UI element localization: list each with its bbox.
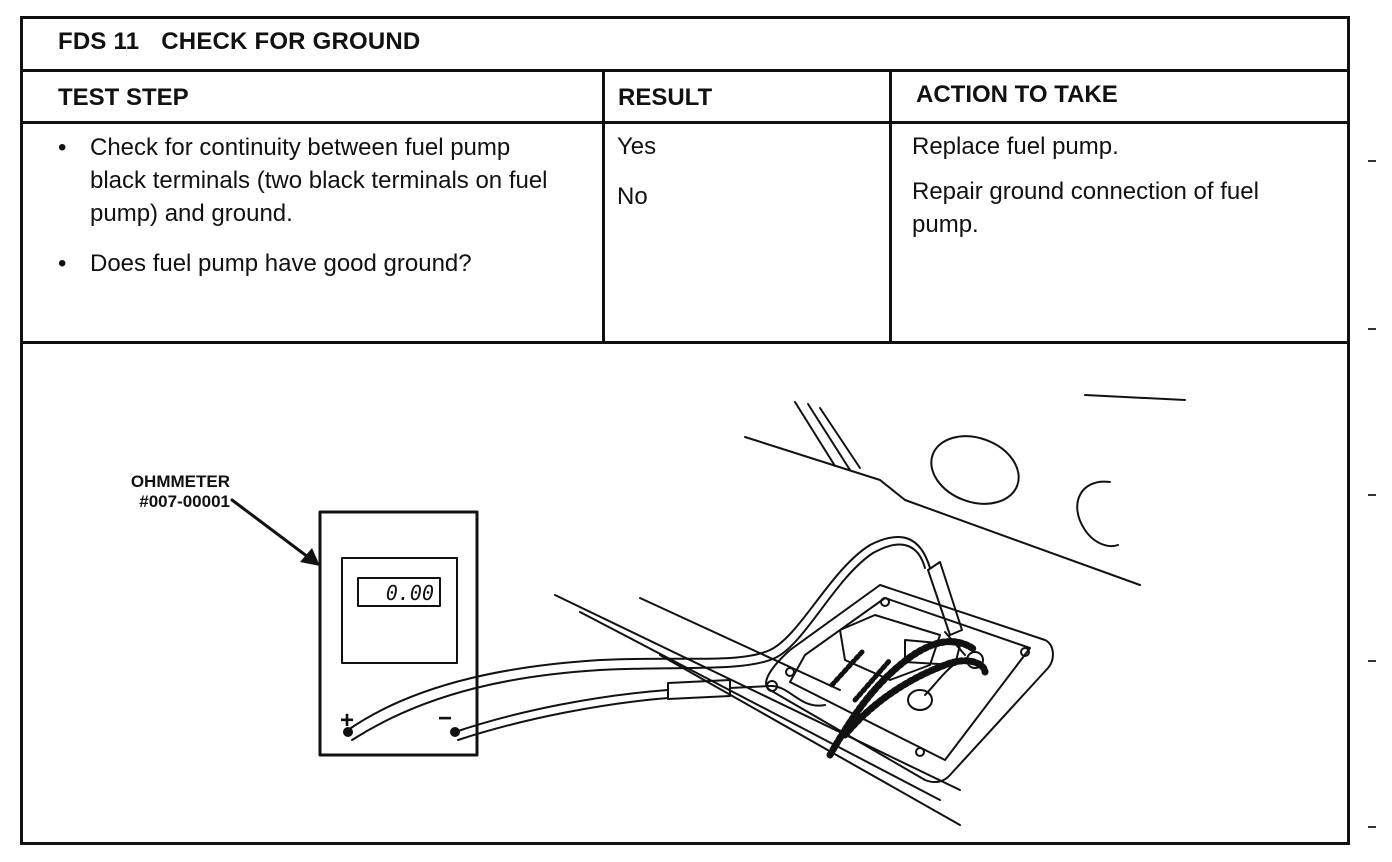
test-step-list: Check for continuity between fuel pump b…	[56, 131, 556, 280]
action-cell: Replace fuel pump. Repair ground connect…	[912, 130, 1312, 241]
meter-part-number: #007-00001	[139, 492, 230, 511]
column-divider-2	[889, 69, 892, 343]
meter-callout-label: OHMMETER #007-00001	[80, 472, 230, 512]
procedure-title: CHECK FOR GROUND	[161, 28, 421, 55]
column-header-test-step: TEST STEP	[58, 84, 189, 111]
callout-arrow	[230, 498, 314, 562]
margin-tick	[1368, 494, 1376, 496]
procedure-frame	[20, 16, 1350, 845]
column-header-divider	[20, 121, 1350, 124]
table-bottom-divider	[20, 341, 1350, 344]
column-header-result: RESULT	[618, 84, 713, 111]
result-no: No	[617, 183, 648, 210]
margin-tick	[1368, 160, 1376, 162]
margin-tick	[1368, 826, 1376, 828]
fuel-pump	[829, 614, 961, 711]
procedure-code: FDS 11	[58, 28, 140, 55]
margin-tick	[1368, 328, 1376, 330]
test-step-item: Does fuel pump have good ground?	[56, 247, 556, 280]
test-step-cell: Check for continuity between fuel pump b…	[56, 131, 556, 280]
test-step-item: Check for continuity between fuel pump b…	[56, 131, 556, 230]
meter-name: OHMMETER	[130, 472, 230, 491]
vehicle-body-outline	[554, 394, 1186, 826]
positive-terminal-label: +	[340, 707, 354, 734]
ohmmeter	[318, 510, 479, 757]
probe-clip	[927, 561, 984, 669]
column-header-action: ACTION TO TAKE	[916, 81, 1118, 108]
meter-display-value: 0.00	[386, 581, 434, 605]
margin-tick	[1368, 660, 1376, 662]
action-repair: Repair ground connection of fuel pump.	[912, 178, 1259, 238]
header-divider	[20, 69, 1350, 72]
meter-leads	[347, 536, 931, 741]
access-plate	[765, 584, 1054, 784]
action-replace: Replace fuel pump.	[912, 133, 1119, 160]
column-divider-1	[602, 69, 605, 343]
page-title: FDS 11 CHECK FOR GROUND	[58, 28, 420, 56]
negative-terminal-label: −	[438, 705, 452, 732]
result-yes: Yes	[617, 133, 657, 160]
